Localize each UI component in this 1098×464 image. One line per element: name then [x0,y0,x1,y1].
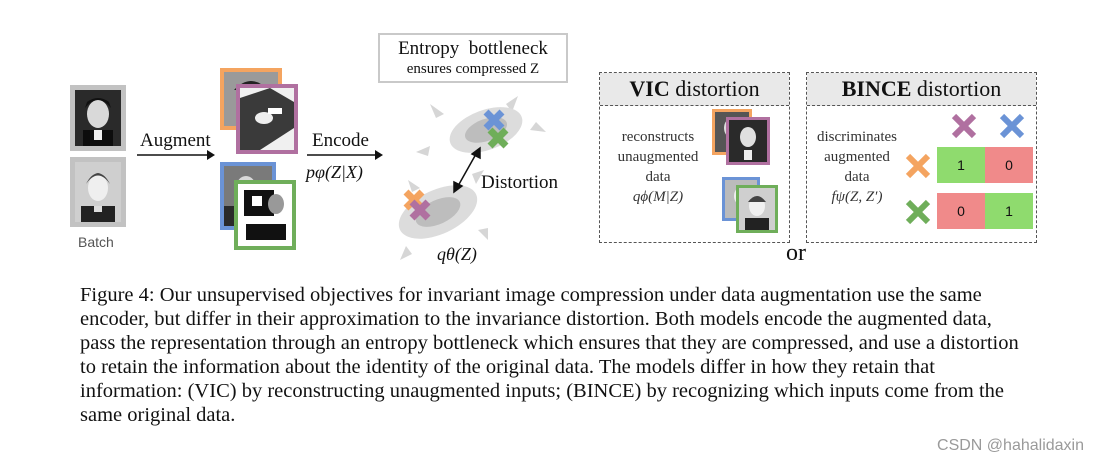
pressure-arrow [400,246,412,260]
entropy-bottleneck-box: Entropy bottleneck ensures compressed Z [378,33,568,83]
vic-title-rest: distortion [669,76,760,101]
bince-cross-blue [999,113,1025,139]
figure-caption: Figure 4: Our unsupervised objectives fo… [80,283,1030,427]
watermark: CSDN @hahalidaxin [937,437,1084,454]
bince-line-3: data [844,169,870,185]
matrix-cell-0-0: 1 [937,147,985,183]
bince-cross-orange [905,153,931,179]
bottleneck-title: Entropy bottleneck [398,38,548,59]
bince-line-1: discriminates [817,129,897,145]
caption-figure-label: Figure 4: [80,284,155,306]
vic-line-3: data [645,169,671,185]
bince-cross-purple [951,113,977,139]
augmented-photo-purple [236,84,298,154]
pressure-arrow [472,170,484,184]
pressure-arrow [430,104,444,118]
batch-label: Batch [78,234,114,250]
augment-label: Augment [140,130,211,151]
bottleneck-subtitle: ensures compressed Z [406,61,540,77]
matrix-cell-0-1: 0 [985,147,1033,183]
matrix-cell-1-1: 1 [985,193,1033,229]
encode-label: Encode [312,130,369,151]
bince-title-rest: distortion [911,76,1002,101]
latent-space-diagram [398,96,546,260]
caption-text: Our unsupervised objectives for invarian… [80,284,1019,426]
matrix-cell-1-0: 0 [937,193,985,229]
bince-cross-green [905,199,931,225]
pressure-arrow [530,122,546,132]
bince-line-2: augmented [824,149,890,165]
vic-title-bold: VIC [629,76,670,101]
prior-formula: qθ(Z) [437,244,477,264]
batch-photo-man [70,85,126,151]
vic-description: reconstructs unaugmented data qϕ(M|Z) [606,127,710,207]
pressure-arrow [416,146,430,156]
vic-photo-green [736,185,778,233]
bince-description: discriminates augmented data fψ(Z, Z′) [809,127,905,207]
vic-photo-purple [726,117,770,165]
batch-photo-woman [70,157,126,227]
distortion-label: Distortion [481,172,559,193]
vic-distortion-box: VIC distortion reconstructs unaugmented … [599,72,790,243]
vic-line-2: unaugmented [617,149,699,165]
bince-distortion-box: BINCE distortion discriminates augmented… [806,72,1037,243]
bince-formula: fψ(Z, Z′) [831,189,883,205]
augmented-photo-green [234,180,296,250]
vic-formula: qϕ(M|Z) [632,189,684,205]
vic-line-1: reconstructs [621,129,695,145]
encode-arrow [307,150,383,160]
or-label: or [786,240,806,266]
encoder-formula: pφ(Z|X) [306,162,363,182]
bince-header: BINCE distortion [807,73,1036,106]
pressure-arrow [478,228,488,240]
pressure-arrow [408,180,420,192]
augment-arrow [137,150,215,160]
vic-header: VIC distortion [600,73,789,106]
bince-title-bold: BINCE [841,76,912,101]
